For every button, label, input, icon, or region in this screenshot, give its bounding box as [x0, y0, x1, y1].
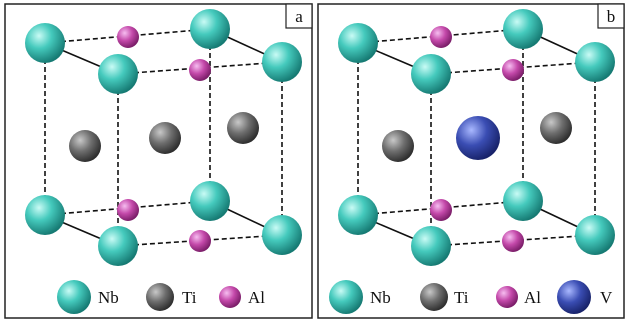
legend-ti-label: Ti — [182, 288, 197, 307]
panel-label: a — [295, 7, 303, 26]
nb-atom — [190, 9, 230, 49]
ti-atom — [69, 130, 101, 162]
nb-atom — [503, 181, 543, 221]
legend-al-swatch — [496, 286, 518, 308]
al-atom — [430, 199, 452, 221]
al-atom — [430, 26, 452, 48]
nb-atom — [411, 54, 451, 94]
nb-atom — [262, 215, 302, 255]
nb-atom — [262, 42, 302, 82]
legend-v-swatch — [557, 280, 591, 314]
panel-label-box — [285, 3, 313, 29]
nb-atom — [575, 215, 615, 255]
al-atom — [189, 59, 211, 81]
legend-al-swatch — [219, 286, 241, 308]
nb-atom — [338, 23, 378, 63]
ti-atom — [227, 112, 259, 144]
nb-atom — [98, 54, 138, 94]
al-atom — [117, 199, 139, 221]
legend-ti-swatch — [146, 283, 174, 311]
ti-atom — [382, 130, 414, 162]
panel-frame — [317, 3, 625, 319]
nb-atom — [575, 42, 615, 82]
legend-nb-label: Nb — [370, 288, 391, 307]
panel-label-box — [597, 3, 625, 29]
nb-atom — [503, 9, 543, 49]
nb-atom — [338, 195, 378, 235]
nb-atom — [411, 226, 451, 266]
legend-nb-label: Nb — [98, 288, 119, 307]
al-atom — [117, 26, 139, 48]
nb-atom — [25, 23, 65, 63]
panel-a: aNb Ti Al — [4, 3, 313, 319]
al-atom — [189, 230, 211, 252]
al-atom — [502, 59, 524, 81]
ti-atom — [149, 122, 181, 154]
al-atom — [502, 230, 524, 252]
ti-atom — [540, 112, 572, 144]
legend-ti-swatch — [420, 283, 448, 311]
panel-label: b — [607, 7, 616, 26]
panel-b: bNb Ti Al V — [317, 3, 625, 319]
legend-nb-swatch — [57, 280, 91, 314]
legend-ti-label: Ti — [454, 288, 469, 307]
legend-v-label: V — [600, 288, 613, 307]
nb-atom — [190, 181, 230, 221]
v-atom — [456, 116, 500, 160]
legend-nb-swatch — [329, 280, 363, 314]
nb-atom — [25, 195, 65, 235]
legend-al-label: Al — [248, 288, 265, 307]
nb-atom — [98, 226, 138, 266]
legend-al-label: Al — [524, 288, 541, 307]
